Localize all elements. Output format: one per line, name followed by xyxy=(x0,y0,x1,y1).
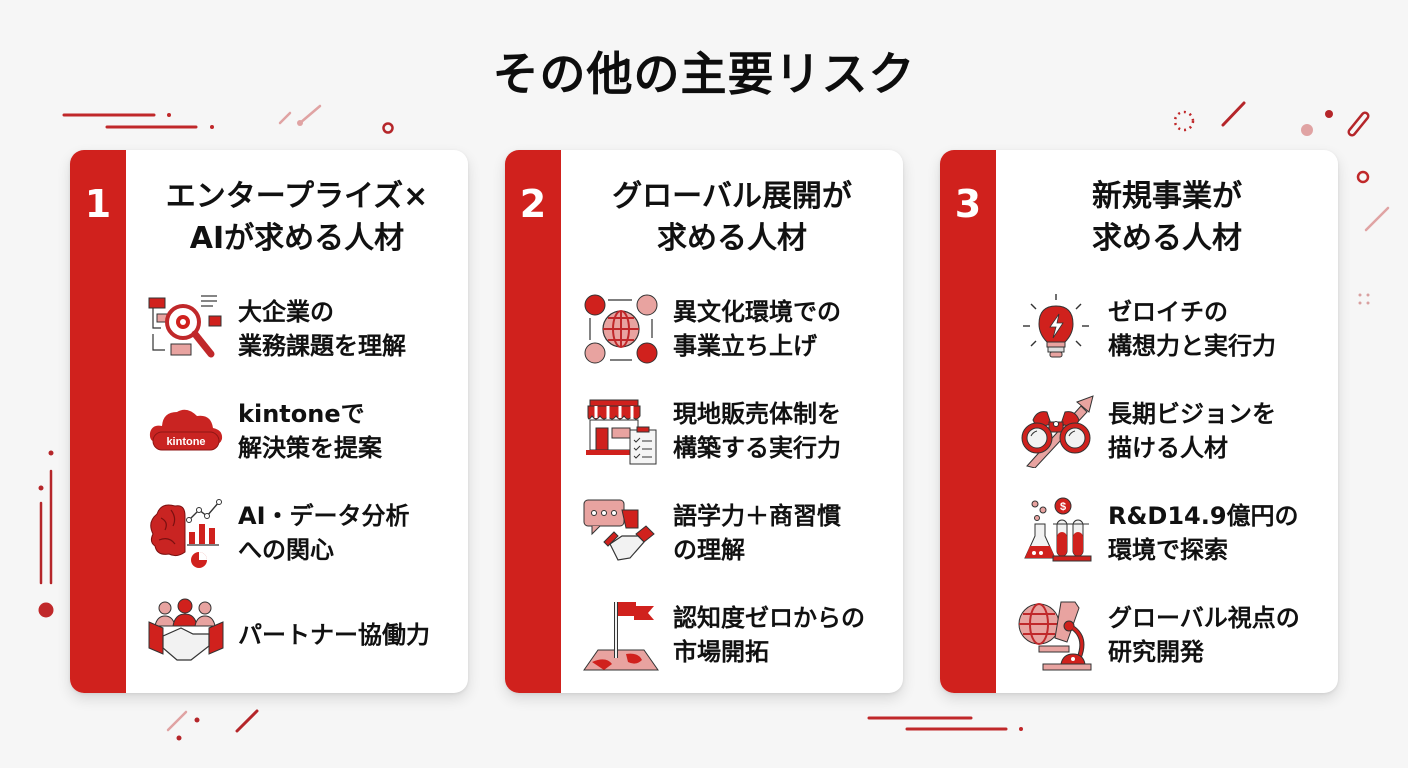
item-text-line: kintoneで xyxy=(238,400,365,428)
card-number: 1 xyxy=(84,182,112,226)
item-text-line: 語学力＋商習慣 xyxy=(673,502,841,530)
magnifier-gear-icon xyxy=(146,291,226,367)
item-text-line: 構築する実行力 xyxy=(673,434,841,462)
card-heading-line: 新規事業が xyxy=(1092,179,1242,214)
card-heading-line: 求める人材 xyxy=(1092,221,1242,256)
storefront-checklist-icon xyxy=(581,393,661,469)
item-text-line: 研究開発 xyxy=(1108,638,1204,666)
decoration-bottom-right xyxy=(867,716,1023,731)
card-accent-band xyxy=(70,150,126,693)
lightbulb-bolt-icon xyxy=(1016,291,1096,367)
item-text: 語学力＋商習慣 の理解 xyxy=(673,499,841,567)
list-item: ゼロイチの 構想力と実行力 xyxy=(1016,278,1332,380)
list-item: 語学力＋商習慣 の理解 xyxy=(581,482,897,584)
card-heading-line: 求める人材 xyxy=(657,221,807,256)
item-text-line: AI・データ分析 xyxy=(238,502,410,530)
item-text-line: 事業立ち上げ xyxy=(673,332,817,360)
item-text-line: 大企業の xyxy=(238,298,334,326)
item-text: 認知度ゼロからの 市場開拓 xyxy=(673,601,865,669)
item-text: R&D14.9億円の 環境で探索 xyxy=(1108,499,1299,567)
card-heading-line: エンタープライズ× xyxy=(165,179,429,214)
item-text-line: 描ける人材 xyxy=(1108,434,1228,462)
item-text: グローバル視点の 研究開発 xyxy=(1108,601,1300,669)
item-text: 大企業の 業務課題を理解 xyxy=(238,295,406,363)
page-title: その他の主要リスク xyxy=(492,47,916,101)
item-text-line: 解決策を提案 xyxy=(238,434,382,462)
list-item: kintone kintoneで 解決策を提案 xyxy=(146,380,462,482)
item-text-line: R&D14.9億円の xyxy=(1108,502,1299,530)
decoration-top-left xyxy=(62,104,394,134)
item-text-line: 現地販売体制を xyxy=(673,400,841,428)
item-text-line: 業務課題を理解 xyxy=(238,332,406,360)
flag-map-icon xyxy=(581,597,661,673)
svg-text:$: $ xyxy=(1060,501,1066,513)
list-item: 大企業の 業務課題を理解 xyxy=(146,278,462,380)
decoration-top-right xyxy=(1173,101,1390,305)
binoculars-arrow-icon xyxy=(1016,393,1096,469)
item-text-line: 環境で探索 xyxy=(1108,536,1228,564)
card-accent-band xyxy=(940,150,996,693)
team-handshake-icon xyxy=(146,597,226,673)
item-text: 現地販売体制を 構築する実行力 xyxy=(673,397,841,465)
item-text-line: への関心 xyxy=(238,536,334,564)
item-text-line: ゼロイチの xyxy=(1108,298,1228,326)
item-text: kintoneで 解決策を提案 xyxy=(238,397,382,465)
item-text-line: パートナー協働力 xyxy=(238,621,430,649)
list-item: グローバル視点の 研究開発 xyxy=(1016,584,1332,686)
item-text: 長期ビジョンを 描ける人材 xyxy=(1108,397,1276,465)
item-text-line: 長期ビジョンを xyxy=(1108,400,1276,428)
item-text: パートナー協働力 xyxy=(238,618,430,652)
globe-network-icon xyxy=(581,291,661,367)
card-heading-line: AIが求める人材 xyxy=(189,221,405,256)
card-number: 3 xyxy=(954,182,982,226)
item-text: AI・データ分析 への関心 xyxy=(238,499,410,567)
item-text-line: 市場開拓 xyxy=(673,638,769,666)
item-text-line: 認知度ゼロからの xyxy=(673,604,865,632)
risk-card-2: 2 グローバル展開が 求める人材 異文化環境での 事業立ち上げ xyxy=(505,150,903,693)
brain-chart-icon xyxy=(146,495,226,571)
svg-text:kintone: kintone xyxy=(166,436,205,448)
item-text-line: グローバル視点の xyxy=(1108,604,1300,632)
list-item: 異文化環境での 事業立ち上げ xyxy=(581,278,897,380)
list-item: AI・データ分析 への関心 xyxy=(146,482,462,584)
card-heading: グローバル展開が 求める人材 xyxy=(561,176,903,260)
list-item: $ R&D14.9億円の 環境で探索 xyxy=(1016,482,1332,584)
globe-microscope-icon xyxy=(1016,597,1096,673)
card-number: 2 xyxy=(519,182,547,226)
item-text: ゼロイチの 構想力と実行力 xyxy=(1108,295,1276,363)
list-item: 認知度ゼロからの 市場開拓 xyxy=(581,584,897,686)
risk-card-1: 1 エンタープライズ× AIが求める人材 xyxy=(70,150,468,693)
lab-flask-money-icon: $ xyxy=(1016,495,1096,571)
list-item: パートナー協働力 xyxy=(146,584,462,686)
chat-handshake-icon xyxy=(581,495,661,571)
card-heading: エンタープライズ× AIが求める人材 xyxy=(126,176,468,260)
item-text: 異文化環境での 事業立ち上げ xyxy=(673,295,841,363)
item-text-line: 構想力と実行力 xyxy=(1108,332,1276,360)
card-heading: 新規事業が 求める人材 xyxy=(996,176,1338,260)
decoration-bottom-left xyxy=(166,709,259,741)
list-item: 現地販売体制を 構築する実行力 xyxy=(581,380,897,482)
item-text-line: の理解 xyxy=(673,536,745,564)
card-accent-band xyxy=(505,150,561,693)
risk-card-3: 3 新規事業が 求める人材 ゼ xyxy=(940,150,1338,693)
item-text-line: 異文化環境での xyxy=(673,298,841,326)
decoration-left-side xyxy=(38,450,54,618)
kintone-cloud-icon: kintone xyxy=(146,393,226,469)
card-heading-line: グローバル展開が xyxy=(612,179,852,214)
list-item: 長期ビジョンを 描ける人材 xyxy=(1016,380,1332,482)
